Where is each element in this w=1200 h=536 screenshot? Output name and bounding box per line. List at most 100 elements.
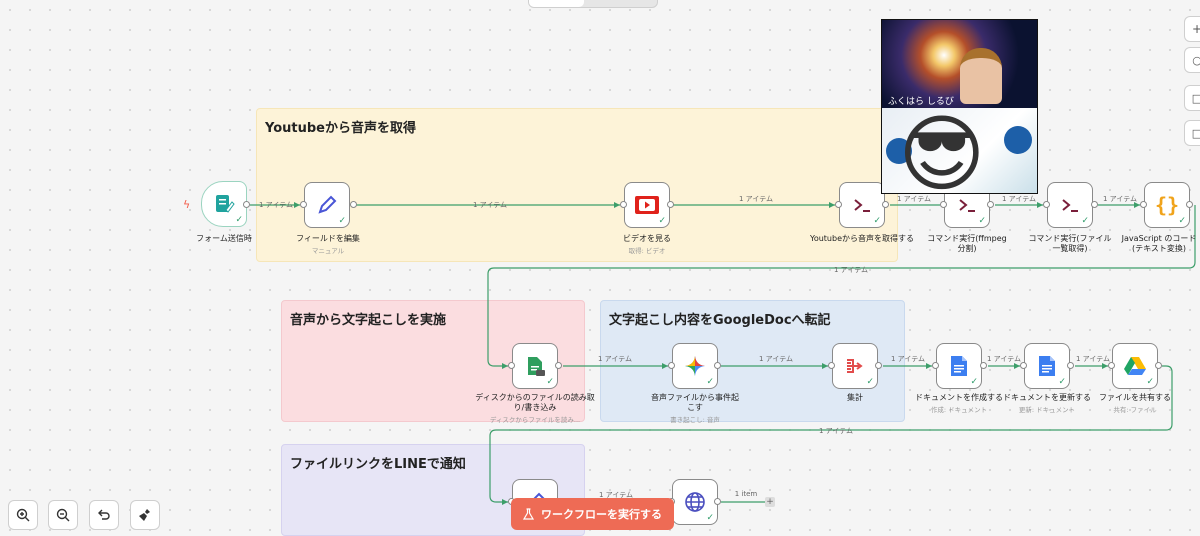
node-label: フォーム送信時 (196, 234, 252, 243)
youtube-icon (635, 196, 659, 214)
success-check-icon: ✓ (978, 216, 986, 226)
arrow-disk (502, 363, 508, 369)
success-check-icon: ✓ (1058, 377, 1066, 387)
node-share-file[interactable]: ✓ (1112, 343, 1158, 389)
run-workflow-button[interactable]: ワークフローを実行する (511, 498, 674, 530)
output-port[interactable] (1155, 362, 1162, 369)
node-http-request[interactable]: ✓ (672, 479, 718, 525)
output-port[interactable] (714, 498, 721, 505)
edge-label: 1 アイテム (598, 355, 632, 363)
top-tab-active[interactable] (529, 0, 584, 7)
input-port[interactable] (1108, 362, 1115, 369)
broom-icon (139, 509, 150, 521)
output-port[interactable] (1067, 362, 1074, 369)
input-port[interactable] (835, 201, 842, 208)
edge-label: 1 item (734, 490, 758, 498)
google-docs-icon (1039, 356, 1055, 376)
output-port[interactable] (243, 201, 250, 208)
node-label: Youtubeから音声を取得する (810, 234, 914, 243)
arrow-edit (294, 202, 300, 208)
undo-icon (98, 509, 110, 520)
right-search-button[interactable]: ○ (1184, 47, 1200, 73)
right-sticky-button[interactable]: □ (1184, 85, 1200, 111)
plus-icon: + (1191, 22, 1200, 36)
arrow-filelist (1037, 202, 1043, 208)
edge-share-line (489, 365, 1173, 503)
node-disk-readwrite[interactable]: ✓ (512, 343, 558, 389)
sticky-transcribe-title: 音声から文字起こしを実施 (290, 313, 447, 328)
arrow-aggregate (822, 363, 828, 369)
code-braces-icon: {} (1154, 193, 1180, 217)
sunglasses-emoji-icon: 😎 (898, 105, 986, 203)
edge-label: 1 アイテム (1103, 195, 1137, 203)
node-sublabel: 作成: ドキュメント (930, 406, 988, 414)
input-port[interactable] (940, 201, 947, 208)
input-port[interactable] (828, 362, 835, 369)
node-label: JavaScript のコード(テキスト変換) (1121, 234, 1197, 253)
node-label: ディスクからのファイルの読み取り/書き込み (475, 393, 595, 412)
node-transcribe[interactable]: ✓ (672, 343, 718, 389)
run-workflow-label: ワークフローを実行する (541, 508, 662, 521)
input-port[interactable] (300, 201, 307, 208)
arrow-share (1102, 363, 1108, 369)
success-check-icon: ✓ (658, 216, 666, 226)
input-port[interactable] (508, 362, 515, 369)
zoom-out-icon (56, 508, 70, 522)
node-sublabel: 更新: ドキュメント (1018, 406, 1076, 414)
node-javascript[interactable]: {} ✓ (1144, 182, 1190, 228)
output-port[interactable] (1186, 201, 1193, 208)
node-form-trigger[interactable]: ✓ (201, 181, 247, 227)
flask-icon (523, 508, 534, 520)
output-port[interactable] (667, 201, 674, 208)
undo-button[interactable] (89, 500, 119, 530)
add-node-button[interactable]: + (765, 497, 775, 507)
output-port[interactable] (555, 362, 562, 369)
form-icon (216, 195, 235, 213)
node-edit-fields[interactable]: ✓ (304, 182, 350, 228)
video-call-overlay[interactable]: ふくはら しるび (881, 19, 1038, 194)
arrow-line-node (502, 499, 508, 505)
sticky-line[interactable]: ファイルリンクをLINEで通知 (281, 444, 585, 536)
globe-icon (685, 492, 705, 512)
panel-icon: □ (1191, 126, 1200, 140)
participant-name: ふくはら しるび (888, 97, 954, 107)
edge-label: 1 アイテム (739, 195, 773, 203)
edge-label: 1 アイテム (473, 201, 507, 209)
node-file-list[interactable]: ✓ (1047, 182, 1093, 228)
search-icon: ○ (1192, 53, 1200, 67)
node-video[interactable]: ✓ (624, 182, 670, 228)
node-youtube-audio[interactable]: ✓ (839, 182, 885, 228)
success-check-icon: ✓ (546, 377, 554, 387)
tidy-up-button[interactable] (130, 500, 160, 530)
edge-label: 1 アイテム (1076, 355, 1110, 363)
output-port[interactable] (980, 362, 987, 369)
output-port[interactable] (1091, 201, 1098, 208)
output-port[interactable] (882, 201, 889, 208)
input-port[interactable] (1140, 201, 1147, 208)
right-add-node-button[interactable]: + (1184, 16, 1200, 42)
edge-label: 1 アイテム (834, 266, 868, 274)
node-update-doc[interactable]: ✓ (1024, 343, 1070, 389)
output-port[interactable] (987, 201, 994, 208)
node-label: 集計 (847, 393, 863, 402)
trigger-bolt-icon: ϟ (183, 198, 191, 211)
output-port[interactable] (875, 362, 882, 369)
sticky-gdoc-title: 文字起こし内容をGoogleDocへ転記 (609, 313, 831, 328)
input-port[interactable] (668, 362, 675, 369)
input-port[interactable] (1043, 201, 1050, 208)
output-port[interactable] (350, 201, 357, 208)
edge-js-disk (487, 205, 1196, 367)
input-port[interactable] (620, 201, 627, 208)
zoom-in-button[interactable] (8, 500, 38, 530)
input-port[interactable] (1020, 362, 1027, 369)
right-panel-button[interactable]: □ (1184, 120, 1200, 146)
input-port[interactable] (932, 362, 939, 369)
zoom-out-button[interactable] (48, 500, 78, 530)
node-aggregate[interactable]: ✓ (832, 343, 878, 389)
pencil-icon (318, 195, 337, 214)
arrow-ytaudio (829, 202, 835, 208)
node-create-doc[interactable]: ✓ (936, 343, 982, 389)
edge-label: 1 アイテム (897, 195, 931, 203)
aggregate-icon (847, 359, 863, 373)
output-port[interactable] (714, 362, 721, 369)
